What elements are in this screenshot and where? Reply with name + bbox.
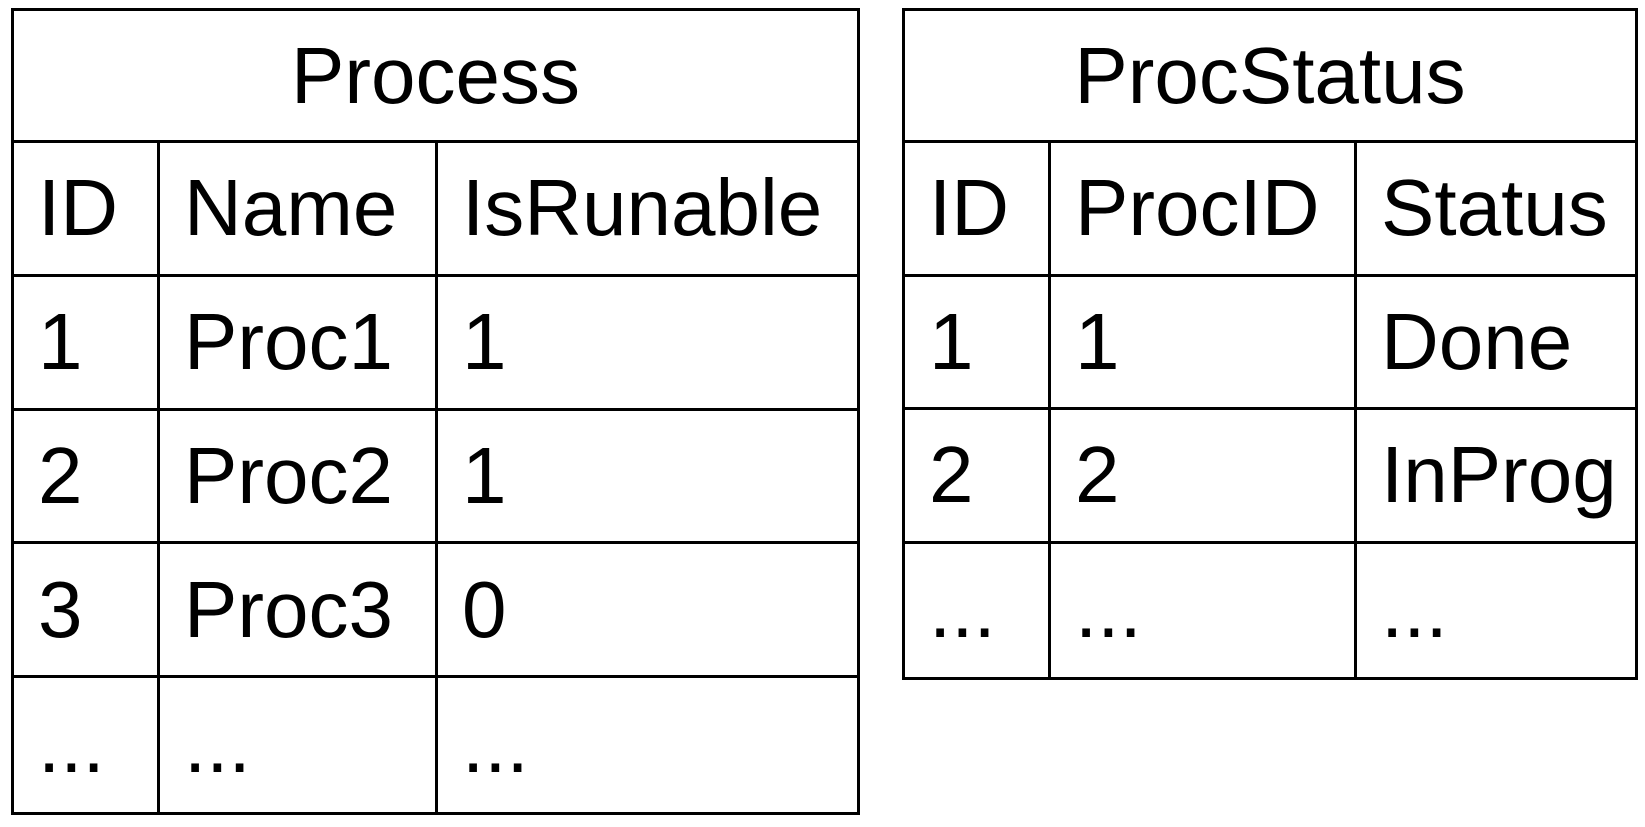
header-cell: IsRunable <box>462 163 823 253</box>
table-row: ......... <box>14 678 857 812</box>
header-cell: Name <box>160 143 438 274</box>
table-cell: ... <box>1381 565 1448 655</box>
table-cell: 1 <box>462 297 507 387</box>
table-cell: ... <box>462 700 529 790</box>
header-cell: ID <box>14 143 160 274</box>
table-cell: Proc1 <box>160 276 438 408</box>
header-cell: Status <box>1381 163 1608 253</box>
header-cell: ProcID <box>1051 143 1357 274</box>
table-cell: 3 <box>14 544 160 676</box>
table-cell: 1 <box>1051 276 1357 407</box>
table-cell: Done <box>1381 296 1573 386</box>
table-cell: 2 <box>14 410 160 542</box>
header-cell: ID <box>905 143 1051 274</box>
table-cell: ... <box>1051 543 1357 677</box>
table-cell: 2 <box>1051 410 1357 541</box>
table-cell: 1 <box>462 430 507 520</box>
table-cell: 1 <box>14 276 160 408</box>
table-cell: ... <box>905 543 1051 677</box>
table-cell: Proc3 <box>160 544 438 676</box>
table-cell: Proc2 <box>160 410 438 542</box>
table-cell: 1 <box>905 276 1051 407</box>
process-table-title: Process <box>14 11 857 143</box>
table-cell: ... <box>14 678 160 812</box>
table-cell: 2 <box>905 410 1051 541</box>
table-cell: 0 <box>462 564 507 654</box>
table-cell: ... <box>160 678 438 812</box>
table-row: ......... <box>905 543 1635 677</box>
table-cell: InProg <box>1381 430 1617 520</box>
procstatus-table-title: ProcStatus <box>905 11 1635 143</box>
